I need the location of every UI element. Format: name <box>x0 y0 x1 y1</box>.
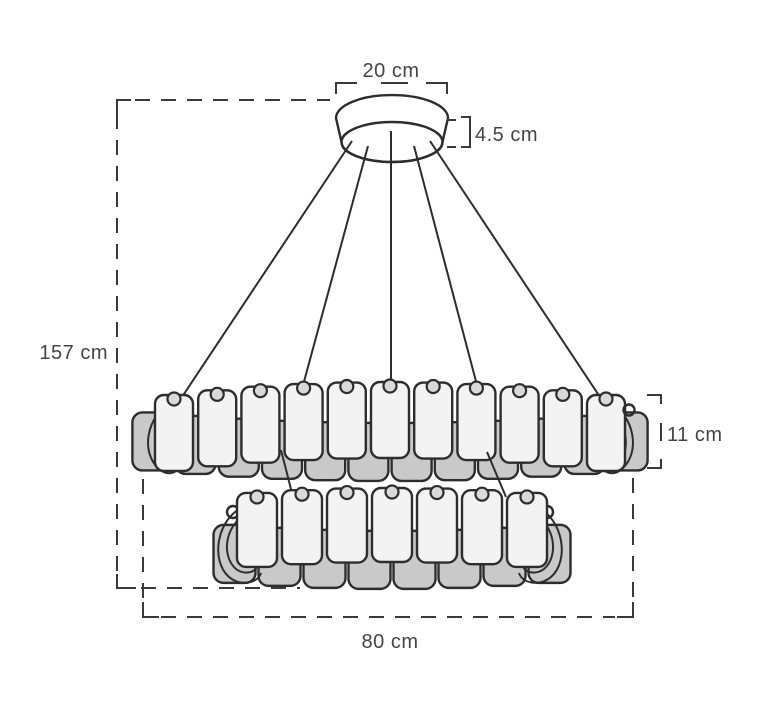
bracket <box>461 116 471 148</box>
overall-height-label: 157 cm <box>39 342 108 364</box>
overall-width-label: 80 cm <box>362 631 419 653</box>
dimension-annotations: 20 cm 4.5 cm 157 cm 11 cm 80 cm <box>39 60 722 653</box>
panel-bead <box>339 484 355 501</box>
panel-bead <box>296 380 312 396</box>
panel-bead <box>249 489 265 505</box>
tier-height-bracket <box>647 394 662 469</box>
panel-bead <box>555 386 571 402</box>
bracket-corner <box>647 459 662 469</box>
wire-hook <box>217 506 262 584</box>
end-bead <box>622 403 636 417</box>
bracket-corner <box>647 394 662 404</box>
panel-bead <box>511 383 528 399</box>
panel-bead <box>166 391 182 407</box>
panel-bead <box>474 486 490 502</box>
overall-width-dimension-box <box>142 478 634 618</box>
panel-bead <box>294 486 310 502</box>
upper-tier-front-panels <box>153 380 627 473</box>
suspension-cable <box>301 145 369 390</box>
suspension-cable <box>413 145 479 390</box>
wire-hook <box>518 506 563 584</box>
panel-bead <box>468 380 484 396</box>
panel-bead <box>339 378 355 395</box>
wire-hook <box>225 514 258 574</box>
bracket-corner <box>426 82 448 94</box>
bracket-corner <box>335 82 357 94</box>
canopy-height-bracket <box>447 116 471 148</box>
panel-bead <box>425 378 441 395</box>
upper-tier <box>131 378 649 483</box>
width-box-left-corner <box>142 602 159 618</box>
width-box-right-corner <box>617 602 634 618</box>
dashed-box-top-left-corner <box>116 99 131 115</box>
overall-height-dimension-box <box>116 99 330 589</box>
panel-bead <box>429 484 445 501</box>
lower-tier <box>212 484 572 591</box>
lower-tier-beads <box>249 484 535 505</box>
canopy-height-label: 4.5 cm <box>475 124 538 146</box>
lower-tier-front-panels <box>235 486 549 569</box>
upper-tier-beads <box>166 378 614 407</box>
panel-bead <box>384 484 400 500</box>
canopy-width-bracket <box>335 82 448 94</box>
suspension-cable <box>181 140 353 398</box>
dashed-box-bottom-left-corner <box>116 574 136 589</box>
suspension-cables <box>181 131 601 398</box>
panel-bead <box>598 391 614 407</box>
tier-height-label: 11 cm <box>667 424 722 446</box>
panel-bead <box>382 378 398 394</box>
connector-cable <box>486 451 507 498</box>
panel-bead <box>519 489 535 505</box>
suspension-cable <box>429 140 601 398</box>
panel-bead <box>252 383 268 399</box>
panel-bead <box>209 386 225 402</box>
canopy-width-label: 20 cm <box>363 60 420 82</box>
